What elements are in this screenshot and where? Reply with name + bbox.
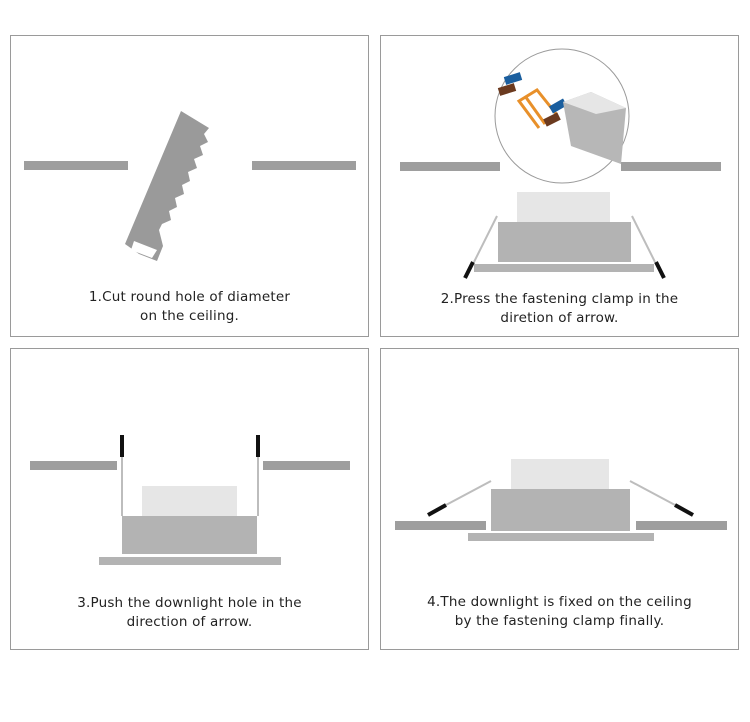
step-4-line-1: 4.The downlight is fixed on the ceiling (427, 594, 692, 610)
step-4-line-2: by the fastening clamp finally. (454, 613, 665, 629)
step-4-panel: 4.The downlight is fixed on the ceiling … (380, 348, 739, 650)
step-1-panel: 1.Cut round hole of diameter on the ceil… (10, 35, 369, 337)
step-4-illustration (395, 459, 727, 541)
wire-connector-icon (494, 48, 630, 184)
saw-icon (125, 111, 209, 261)
ceiling-left (30, 461, 117, 470)
step-1-line-2: on the ceiling. (140, 308, 239, 324)
ceiling-left (400, 162, 500, 171)
step-2-line-2: diretion of arrow. (500, 310, 619, 326)
ceiling-right (252, 161, 356, 170)
step-3-illustration (30, 435, 350, 565)
step-4-caption: 4.The downlight is fixed on the ceiling … (381, 593, 738, 631)
step-1-caption: 1.Cut round hole of diameter on the ceil… (11, 288, 368, 326)
ceiling-left (395, 521, 486, 530)
downlight-icon (99, 435, 281, 565)
ceiling-right (621, 162, 721, 171)
step-1-line-1: 1.Cut round hole of diameter (88, 289, 291, 305)
step-3-caption: 3.Push the downlight hole in the directi… (11, 594, 368, 632)
step-3-panel: 3.Push the downlight hole in the directi… (10, 348, 369, 650)
ceiling-right (636, 521, 727, 530)
step-2-panel: 2.Press the fastening clamp in the diret… (380, 35, 739, 337)
step-3-line-2: direction of arrow. (126, 614, 253, 630)
step-2-illustration (400, 48, 721, 279)
ceiling-right (263, 461, 350, 470)
step-3-line-1: 3.Push the downlight hole in the (77, 595, 302, 611)
downlight-icon (427, 459, 694, 541)
step-1-illustration (24, 111, 356, 261)
ceiling-left (24, 161, 128, 170)
step-2-caption: 2.Press the fastening clamp in the diret… (381, 290, 738, 328)
step-2-line-1: 2.Press the fastening clamp in the (440, 291, 679, 307)
downlight-icon (463, 192, 666, 279)
